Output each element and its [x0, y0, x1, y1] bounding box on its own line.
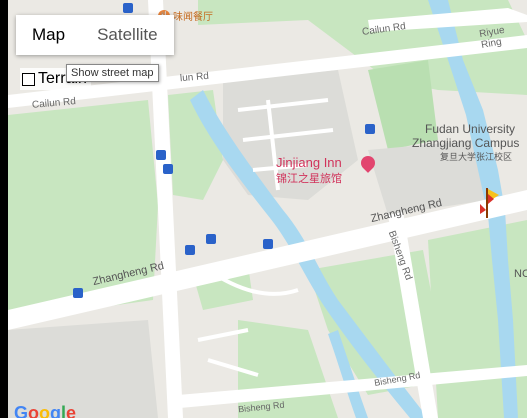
- map-type-control: Map Satellite: [16, 15, 174, 55]
- logo-letter: g: [50, 403, 62, 418]
- label-nc-edge: NC: [514, 268, 527, 280]
- logo-letter: o: [39, 403, 51, 418]
- label-fudan-2: Zhangjiang Campus: [412, 136, 520, 150]
- road-cailun: [8, 35, 527, 108]
- block-streets: [237, 98, 334, 191]
- park-fudan: [368, 60, 438, 150]
- road-bisheng: [388, 212, 438, 418]
- logo-letter: G: [14, 403, 29, 418]
- bus-stop-icon[interactable]: [365, 124, 375, 134]
- logo-letter: o: [28, 403, 40, 418]
- flag-marker-icon[interactable]: [474, 186, 500, 218]
- road-bisheng-bottom: [178, 365, 527, 408]
- label-hotel-cn: 锦江之星旅馆: [276, 173, 342, 185]
- park-left: [8, 100, 158, 320]
- map-canvas[interactable]: 🍴 味闻餐厅 Cailun Rd Riyue Ring lun Rd Cailu…: [8, 0, 527, 418]
- label-hotel-en: Jinjiang Inn: [276, 155, 342, 170]
- label-restaurant-text: 味闻餐厅: [173, 12, 213, 23]
- logo-letter: l: [61, 403, 67, 418]
- label-fudan-3: 复旦大学张江校区: [440, 152, 513, 162]
- bus-stop-icon[interactable]: [156, 150, 166, 160]
- bus-stop-icon[interactable]: [206, 234, 216, 244]
- bus-stop-icon[interactable]: [73, 288, 83, 298]
- map-tiles: [8, 0, 527, 418]
- bus-stop-icon[interactable]: [163, 164, 173, 174]
- road-vertical-left: [148, 0, 183, 418]
- terrain-option[interactable]: Terrain: [20, 68, 91, 90]
- bus-stop-icon[interactable]: [263, 239, 273, 249]
- label-hotel: Jinjiang Inn 锦江之星旅馆: [276, 155, 342, 186]
- google-logo: Google: [14, 403, 76, 418]
- block-fudan-campus: [368, 140, 488, 215]
- stream-lower: [328, 330, 368, 418]
- bus-stop-icon[interactable]: [123, 3, 133, 13]
- terrain-checkbox[interactable]: [22, 72, 35, 86]
- tooltip: Show street map: [66, 64, 159, 82]
- bus-stop-icon[interactable]: [185, 245, 195, 255]
- road-riyue: [368, 8, 527, 32]
- satellite-button[interactable]: Satellite: [81, 15, 174, 55]
- logo-letter: e: [66, 403, 77, 418]
- map-button[interactable]: Map: [16, 15, 82, 55]
- lower-streets: [197, 268, 299, 377]
- block-bottom-left: [8, 320, 158, 418]
- label-fudan-1: Fudan University: [425, 122, 516, 136]
